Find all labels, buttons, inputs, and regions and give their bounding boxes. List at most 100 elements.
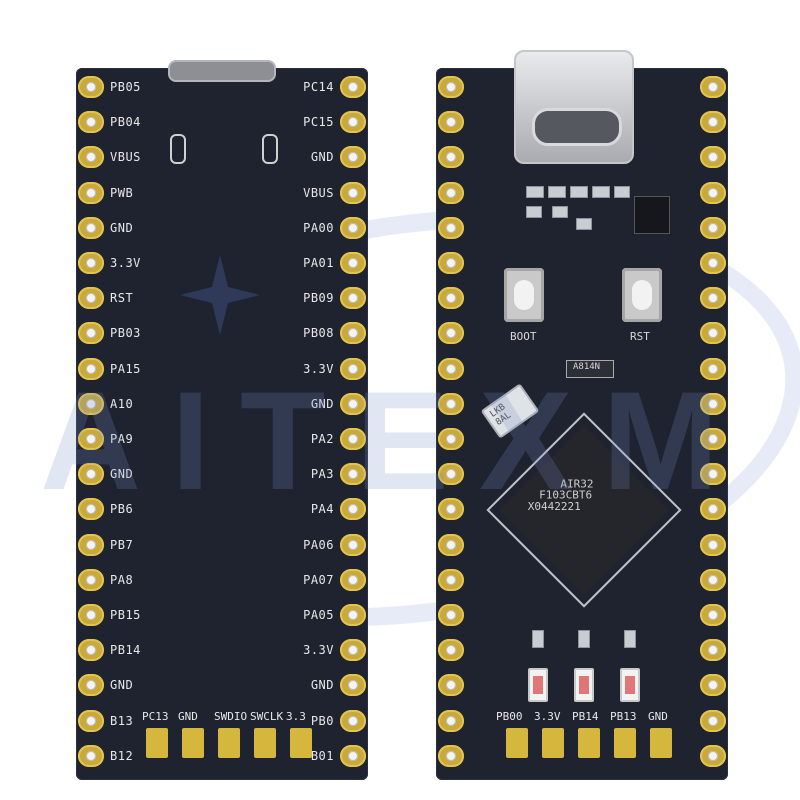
- pin-pad-left: [438, 287, 464, 310]
- pin-label-left: PWB: [110, 185, 134, 200]
- pin-label-right: PA4: [310, 502, 334, 517]
- pin-label-left: PB6: [110, 502, 134, 517]
- bottom-pin-label: PB00: [496, 710, 523, 723]
- pin-pad-left: [438, 216, 464, 239]
- bottom-pin-label: SWCLK: [250, 710, 284, 723]
- mcu-chip: AIR32 F103CBT6 X0442221: [499, 425, 669, 595]
- pin-label-left: 3.3V: [110, 256, 141, 270]
- pin-label-right: GND: [310, 150, 334, 165]
- boot-label: BOOT: [510, 330, 537, 343]
- pin-pad-right: [340, 463, 366, 486]
- bottom-pin-pad: [146, 728, 168, 758]
- pin-label-right: VBUS: [303, 185, 334, 200]
- rst-label: RST: [630, 330, 650, 343]
- mounting-slot: [262, 134, 278, 164]
- pin-label-right: 3.3V: [303, 361, 334, 376]
- pin-label-left: B13: [110, 713, 134, 728]
- smd-component: [526, 186, 544, 198]
- pin-pad-left: [78, 287, 104, 310]
- bottom-pin-label: GND: [648, 710, 668, 723]
- pin-pad-left: [78, 146, 104, 169]
- pin-pad-right: [700, 181, 726, 204]
- pin-label-left: PB05: [110, 80, 141, 94]
- bottom-pin-label: PB14: [572, 710, 599, 723]
- pin-pad-left: [438, 181, 464, 204]
- pin-pad-right: [700, 744, 726, 767]
- smd-component: [624, 630, 636, 648]
- pin-pad-right: [340, 252, 366, 274]
- pin-pad-left: [438, 357, 464, 380]
- bottom-pin-pad: [218, 728, 240, 758]
- pin-pad-left: [78, 322, 104, 345]
- pin-pad-left: [438, 568, 464, 591]
- smd-component: [570, 186, 588, 198]
- pin-pad-left: [78, 533, 104, 556]
- pin-pad-right: [340, 428, 366, 450]
- smd-component: [576, 218, 592, 230]
- pin-pad-right: [700, 357, 726, 380]
- pin-label-right: GND: [310, 678, 334, 693]
- pin-pad-right: [700, 146, 726, 169]
- pin-pad-right: [700, 392, 726, 415]
- bottom-pin-pad: [614, 728, 636, 758]
- pin-pad-right: [340, 533, 366, 556]
- smd-component: [614, 186, 630, 198]
- bottom-pin-label: 3.3V: [534, 710, 561, 723]
- pin-pad-left: [78, 463, 104, 486]
- pin-pad-right: [340, 498, 366, 521]
- boot-button[interactable]: [504, 268, 544, 322]
- bottom-pin-label: PB13: [610, 710, 637, 723]
- pin-pad-right: [340, 111, 366, 134]
- pin-pad-right: [700, 604, 726, 626]
- mcu-line-3: X0442221: [527, 499, 581, 513]
- pin-label-right: PA07: [303, 572, 334, 587]
- pin-label-left: B12: [110, 748, 134, 763]
- pin-pad-left: [438, 463, 464, 486]
- pin-pad-left: [78, 181, 104, 204]
- smd-component: [548, 186, 566, 198]
- crystal-label: LKB 8AL: [488, 402, 514, 428]
- bottom-pin-label: 3.3: [286, 710, 306, 723]
- pin-label-left: VBUS: [110, 150, 141, 165]
- pin-pad-right: [340, 709, 366, 732]
- reset-button[interactable]: [622, 268, 662, 322]
- pin-label-right: PB09: [303, 291, 334, 306]
- mounting-slot: [170, 134, 186, 164]
- pin-pad-left: [78, 639, 104, 662]
- pin-pad-left: [438, 709, 464, 732]
- pin-label-left: PB03: [110, 326, 141, 341]
- pin-label-right: PB08: [303, 326, 334, 341]
- smd-component: [552, 206, 568, 218]
- bottom-pin-pad: [254, 728, 276, 758]
- pin-pad-left: [438, 392, 464, 415]
- board-front-side: BOOT RST A814N LKB 8AL AIR32 F103CBT6 X0…: [436, 50, 728, 780]
- pin-label-left: PA8: [110, 572, 134, 587]
- pin-label-left: PB7: [110, 537, 134, 552]
- pin-pad-left: [78, 76, 104, 98]
- smd-component: [578, 630, 590, 648]
- pin-pad-left: [438, 322, 464, 345]
- pin-pad-left: [438, 146, 464, 169]
- pin-label-right: PA06: [303, 537, 334, 552]
- led-indicator: [528, 668, 548, 702]
- pin-label-left: PA9: [110, 432, 134, 446]
- led-indicator: [620, 668, 640, 702]
- pin-label-left: PA15: [110, 361, 141, 376]
- pin-pad-right: [700, 216, 726, 239]
- smd-component: [532, 630, 544, 648]
- pin-label-right: GND: [310, 396, 334, 411]
- pin-pad-left: [438, 533, 464, 556]
- pin-pad-left: [438, 639, 464, 662]
- pin-pad-right: [340, 568, 366, 591]
- pin-pad-left: [78, 428, 104, 450]
- pin-pad-right: [340, 392, 366, 415]
- bottom-pin-label: SWDIO: [214, 710, 248, 723]
- pin-pad-left: [438, 76, 464, 98]
- pin-pad-right: [340, 146, 366, 169]
- pin-pad-right: [340, 744, 366, 767]
- pin-pad-left: [78, 216, 104, 239]
- usb-c-connector-back: [168, 60, 276, 82]
- led-indicator: [574, 668, 594, 702]
- pin-pad-right: [340, 181, 366, 204]
